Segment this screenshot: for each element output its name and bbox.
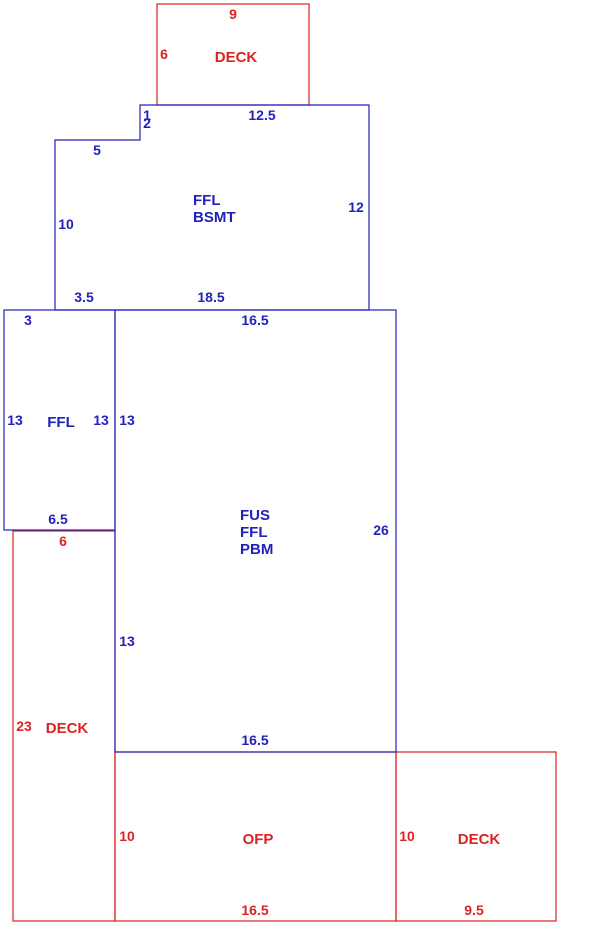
side-ffl-bottom-dim: 6.5 — [48, 511, 68, 527]
basement-notch-dim-1: 1 — [143, 107, 151, 123]
top-deck-left-dim: 6 — [160, 46, 168, 62]
left-deck-label: DECK — [46, 720, 89, 737]
main-bottom-dim: 16.5 — [241, 732, 268, 748]
basement-step-dim: 5 — [93, 142, 101, 158]
top-deck-top-dim: 9 — [229, 6, 237, 22]
basement-bottom-left-dim: 3.5 — [74, 289, 94, 305]
side-ffl-label: FFL — [47, 414, 75, 431]
ofp-left-dim: 10 — [119, 828, 135, 844]
basement-top-dim: 12.5 — [248, 107, 275, 123]
right-deck-outline — [395, 751, 557, 922]
main-outline — [114, 309, 397, 753]
main-right-dim: 26 — [373, 522, 389, 538]
right-deck-left-dim: 10 — [399, 828, 415, 844]
side-ffl-left-dim: 13 — [7, 412, 23, 428]
main-label-line-2: FFL — [240, 524, 268, 541]
main-label-line-1: FUS — [240, 507, 270, 524]
basement-label-line-2: BSMT — [193, 209, 236, 226]
basement-right-dim: 12 — [348, 199, 364, 215]
main-left-lower-dim: 13 — [119, 633, 135, 649]
main-label-line-3: PBM — [240, 541, 273, 558]
ofp-bottom-dim: 16.5 — [241, 902, 268, 918]
basement-bottom-dim: 18.5 — [197, 289, 224, 305]
main-left-upper-dim: 13 — [119, 412, 135, 428]
left-deck-left-dim: 23 — [16, 718, 32, 734]
right-deck-label: DECK — [458, 831, 501, 848]
side-ffl-right-dim: 13 — [93, 412, 109, 428]
left-deck-top-dim: 6 — [59, 533, 67, 549]
basement-notch-dim-2: 2 — [143, 115, 151, 131]
basement-left-dim: 10 — [58, 216, 74, 232]
ofp-label: OFP — [243, 831, 274, 848]
side-ffl-top-dim: 3 — [24, 312, 32, 328]
top-deck-label: DECK — [215, 49, 258, 66]
right-deck-bottom-dim: 9.5 — [464, 902, 484, 918]
basement-label-line-1: FFL — [193, 192, 221, 209]
main-top-dim: 16.5 — [241, 312, 268, 328]
